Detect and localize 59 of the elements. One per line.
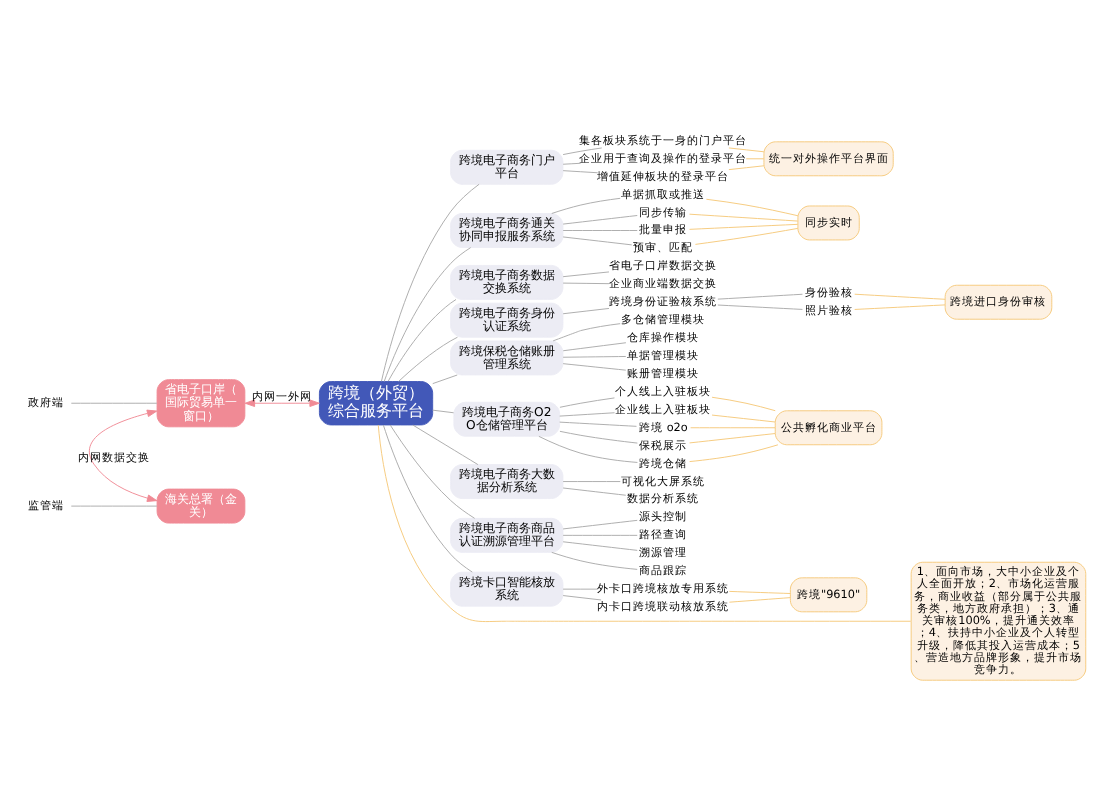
connector [854,292,946,299]
connector [562,270,610,277]
connector [745,157,765,159]
connector [382,423,473,572]
connector [562,281,610,284]
connector [551,196,621,213]
connector [559,411,616,416]
connector [412,423,479,465]
connector [538,434,638,462]
connector [562,146,603,155]
connector [562,341,627,351]
connector [562,594,602,600]
connector [432,408,455,413]
connector [380,182,480,381]
connector [562,161,582,164]
connector [689,443,779,462]
connector [562,540,638,550]
connector [711,413,776,422]
connector [689,222,799,229]
connector [705,197,799,216]
connector [552,322,621,341]
connector [689,432,776,443]
connector [562,235,633,245]
arrow [88,408,158,501]
connector [562,214,638,224]
connector [387,298,457,381]
connector [70,401,158,403]
connector [559,429,638,443]
connector [383,246,472,381]
connector [562,229,638,230]
connector [728,589,791,593]
connector [562,306,610,314]
connector [689,212,799,221]
connector [562,486,627,495]
connector [377,423,912,621]
connector [562,533,638,535]
connector [562,362,627,370]
connector [717,303,803,309]
connector [389,423,476,518]
connector [717,292,803,299]
connector [711,395,776,411]
connector [854,303,946,309]
connector [551,550,638,569]
connector [559,396,615,407]
connector [728,146,765,152]
connector [562,355,627,357]
connector [728,596,791,602]
connector [562,587,599,589]
connector [694,226,799,244]
connector [562,480,621,482]
connector [559,420,637,426]
connector [728,164,765,170]
connector [562,518,638,529]
connector [70,504,158,506]
connector [398,335,458,381]
connector [562,169,599,173]
connector [432,373,458,384]
connector [690,426,776,428]
arrow [244,398,320,406]
